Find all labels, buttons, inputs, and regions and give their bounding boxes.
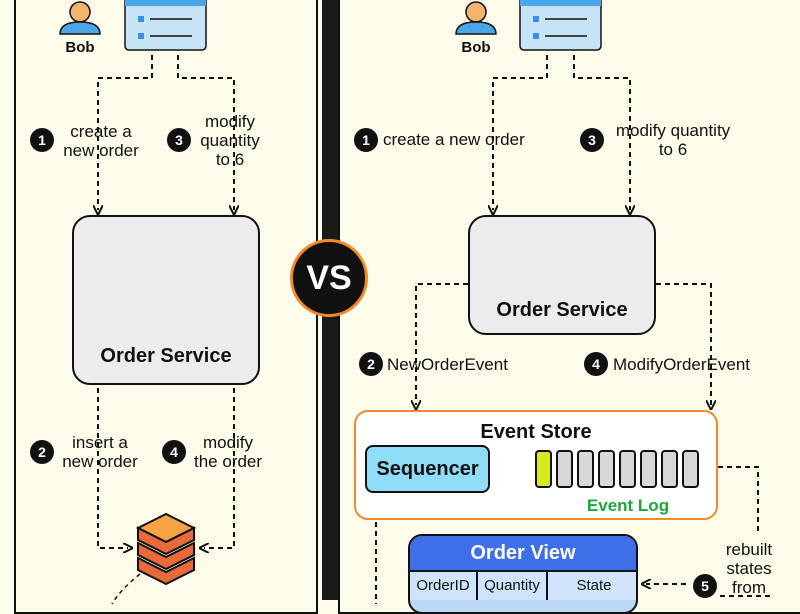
step-2-line-2: new order [62, 452, 138, 471]
user-name-label: Bob [461, 39, 491, 56]
step-4-line-1: modify [202, 433, 254, 452]
arrow-insert-order [97, 388, 128, 548]
client-form-icon [124, 0, 207, 51]
vs-badge: VS [290, 239, 368, 317]
step-5-label: rebuilt states from [718, 540, 780, 597]
step-2-label: insert a new order [56, 433, 144, 471]
step-1-label: create a new order [383, 130, 525, 149]
event-log-cell [640, 450, 657, 488]
step-3-badge: 3 [167, 128, 191, 152]
arrow-create-order [98, 55, 153, 210]
arrow-rebuild-link [718, 466, 759, 532]
order-service-title: Order Service [100, 345, 232, 367]
step-3-line-2: to 6 [658, 140, 688, 159]
step-1-line-2: new order [63, 141, 139, 160]
order-view-table: Order View OrderID Quantity State [408, 534, 638, 614]
step-3-badge: 3 [580, 128, 604, 152]
event-log-cell [535, 450, 552, 488]
step-3-line-1: modify quantity [615, 121, 731, 140]
sequencer-box: Sequencer [365, 445, 490, 493]
step-5-badge: 5 [693, 574, 717, 598]
step-5-line-3: from [732, 578, 766, 597]
event-store-title: Event Store [480, 421, 592, 443]
step-3-line-2: quantity [200, 131, 260, 150]
step-4-label: ModifyOrderEvent [613, 355, 750, 374]
arrow-modify-order-event [656, 283, 711, 405]
step-1-line-1: create a [70, 122, 132, 141]
order-service-box: Order Service [468, 215, 656, 335]
order-service-box: Order Service [72, 215, 260, 385]
client-form-icon [519, 0, 602, 51]
arrow-new-order-event [416, 283, 468, 405]
step-1-badge: 1 [354, 128, 378, 152]
event-log-cell [577, 450, 594, 488]
order-view-column-header: State [548, 570, 636, 600]
step-4-badge: 4 [162, 440, 186, 464]
order-view-column-header: OrderID [410, 570, 478, 600]
step-1-label: create a new order [58, 122, 144, 160]
step-2-badge: 2 [359, 352, 383, 376]
step-1-badge: 1 [30, 128, 54, 152]
order-service-title: Order Service [496, 299, 628, 321]
event-log-cell [556, 450, 573, 488]
order-view-title: Order View [410, 536, 636, 570]
event-log-cell [661, 450, 678, 488]
step-2-line-1: insert a [72, 433, 128, 452]
order-view-column-header: Quantity [478, 570, 548, 600]
step-3-label: modify quantity to 6 [194, 112, 266, 169]
arrow-modify-quantity [573, 55, 630, 210]
step-3-line-1: modify [204, 112, 256, 131]
user-icon [59, 1, 101, 35]
user-name-label: Bob [65, 39, 95, 56]
database-icon [135, 512, 197, 586]
event-log-cell [619, 450, 636, 488]
event-log-cell [598, 450, 615, 488]
step-3-label: modify quantity to 6 [608, 121, 738, 159]
event-log-cell [682, 450, 699, 488]
arrow-create-order [493, 55, 548, 210]
step-2-label: NewOrderEvent [387, 355, 508, 374]
step-5-line-1: rebuilt [725, 540, 773, 559]
step-4-label: modify the order [188, 433, 268, 471]
step-4-line-2: the order [193, 452, 263, 471]
step-2-badge: 2 [30, 440, 54, 464]
arrow-modify-order [204, 388, 235, 548]
step-5-line-2: states [726, 559, 772, 578]
step-3-line-3: to 6 [215, 150, 245, 169]
user-icon [455, 1, 497, 35]
arrow-modify-quantity [177, 55, 234, 210]
step-4-badge: 4 [584, 352, 608, 376]
event-log-label: Event Log [586, 496, 670, 515]
